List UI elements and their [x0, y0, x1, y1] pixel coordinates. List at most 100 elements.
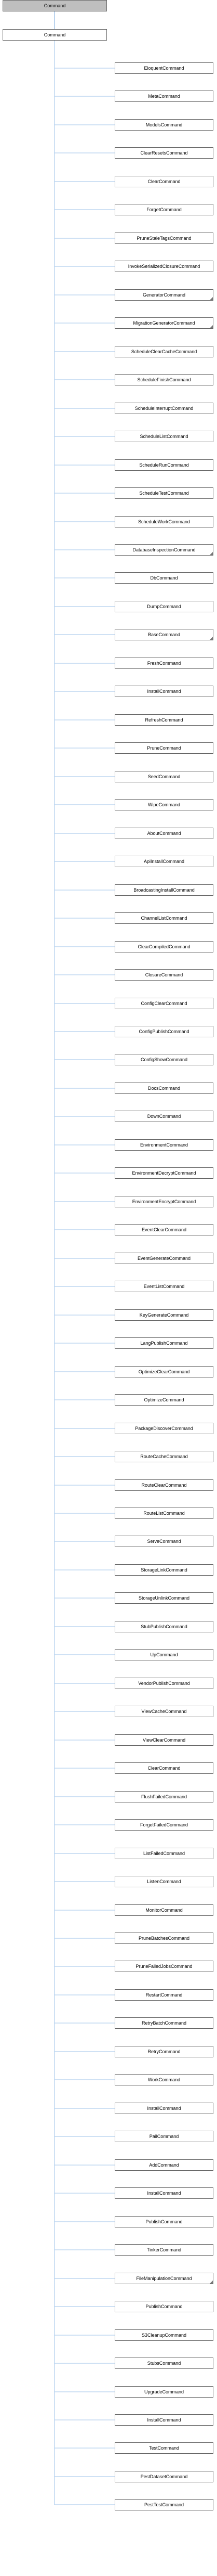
- child-node[interactable]: DbCommand: [115, 572, 213, 584]
- child-node[interactable]: PailCommand: [115, 2131, 213, 2142]
- child-node[interactable]: GeneratorCommand: [115, 289, 213, 301]
- child-node[interactable]: StubsCommand: [115, 2358, 213, 2369]
- child-node[interactable]: ServeCommand: [115, 1536, 213, 1547]
- child-node[interactable]: EnvironmentEncryptCommand: [115, 1196, 213, 1207]
- child-node[interactable]: PruneBatchesCommand: [115, 1933, 213, 1944]
- child-node[interactable]: PruneStaleTagsCommand: [115, 233, 213, 244]
- child-node[interactable]: ChannelListCommand: [115, 912, 213, 924]
- child-node[interactable]: ClearResetsCommand: [115, 147, 213, 159]
- child-node[interactable]: RetryCommand: [115, 2046, 213, 2057]
- child-node[interactable]: AboutCommand: [115, 828, 213, 839]
- child-node[interactable]: ClearCommand: [115, 1762, 213, 1774]
- child-node[interactable]: InstallCommand: [115, 686, 213, 697]
- child-node[interactable]: RouteClearCommand: [115, 1479, 213, 1491]
- child-node[interactable]: OptimizeCommand: [115, 1394, 213, 1406]
- child-node[interactable]: ForgetFailedCommand: [115, 1819, 213, 1831]
- child-node-label: WorkCommand: [147, 2077, 181, 2082]
- child-node[interactable]: ApiInstallCommand: [115, 856, 213, 867]
- child-node[interactable]: ScheduleFinishCommand: [115, 374, 213, 385]
- child-node[interactable]: StubPublishCommand: [115, 1621, 213, 1632]
- child-node[interactable]: TestCommand: [115, 2442, 213, 2454]
- child-node[interactable]: WipeCommand: [115, 799, 213, 810]
- child-node[interactable]: ListFailedCommand: [115, 1848, 213, 1859]
- child-node[interactable]: ConfigPublishCommand: [115, 1026, 213, 1037]
- child-node[interactable]: PackageDiscoverCommand: [115, 1423, 213, 1434]
- has-subclasses-icon: [210, 2281, 213, 2284]
- child-node[interactable]: RefreshCommand: [115, 714, 213, 726]
- child-node[interactable]: ClearCompiledCommand: [115, 941, 213, 952]
- child-node-label: MonitorCommand: [145, 1908, 183, 1913]
- child-node-label: StorageUnlinkCommand: [138, 1595, 190, 1601]
- child-node[interactable]: ClosureCommand: [115, 969, 213, 981]
- child-node[interactable]: InstallCommand: [115, 2103, 213, 2114]
- child-node-label: ScheduleRunCommand: [139, 462, 189, 468]
- child-node-label: ConfigShowCommand: [140, 1057, 188, 1062]
- child-node[interactable]: UpCommand: [115, 1649, 213, 1660]
- child-node[interactable]: VendorPublishCommand: [115, 1678, 213, 1689]
- child-node-label: EventClearCommand: [141, 1227, 187, 1232]
- child-node[interactable]: InstallCommand: [115, 2414, 213, 2426]
- child-node[interactable]: UpgradeCommand: [115, 2386, 213, 2398]
- child-node[interactable]: TinkerCommand: [115, 2244, 213, 2256]
- child-node[interactable]: ConfigClearCommand: [115, 998, 213, 1009]
- child-node[interactable]: EventListCommand: [115, 1281, 213, 1292]
- child-node[interactable]: KeyGenerateCommand: [115, 1309, 213, 1321]
- child-node[interactable]: FlushFailedCommand: [115, 1791, 213, 1802]
- child-node[interactable]: InvokeSerializedClosureCommand: [115, 261, 213, 272]
- child-node[interactable]: SeedCommand: [115, 771, 213, 782]
- child-node[interactable]: DocsCommand: [115, 1083, 213, 1094]
- child-node[interactable]: EventGenerateCommand: [115, 1253, 213, 1264]
- child-node[interactable]: ScheduleClearCacheCommand: [115, 346, 213, 357]
- child-node[interactable]: ScheduleTestCommand: [115, 487, 213, 499]
- child-node-label: PublishCommand: [145, 2219, 183, 2224]
- child-node[interactable]: EventClearCommand: [115, 1224, 213, 1235]
- child-node[interactable]: RouteCacheCommand: [115, 1451, 213, 1462]
- child-node[interactable]: RetryBatchCommand: [115, 2017, 213, 2029]
- child-node[interactable]: BroadcastingInstallCommand: [115, 884, 213, 896]
- child-node[interactable]: PruneFailedJobsCommand: [115, 1961, 213, 1972]
- child-node[interactable]: PruneCommand: [115, 742, 213, 754]
- child-node[interactable]: PublishCommand: [115, 2301, 213, 2312]
- child-node[interactable]: InstallCommand: [115, 2187, 213, 2199]
- base-command-node[interactable]: Command: [3, 29, 107, 41]
- child-node[interactable]: EnvironmentCommand: [115, 1139, 213, 1151]
- child-node[interactable]: StorageUnlinkCommand: [115, 1592, 213, 1604]
- child-node[interactable]: ScheduleRunCommand: [115, 459, 213, 471]
- child-node[interactable]: RestartCommand: [115, 1989, 213, 2001]
- child-node[interactable]: ScheduleWorkCommand: [115, 516, 213, 527]
- child-node[interactable]: EloquentCommand: [115, 62, 213, 74]
- child-node[interactable]: EnvironmentDecryptCommand: [115, 1167, 213, 1179]
- child-node[interactable]: FreshCommand: [115, 658, 213, 669]
- child-node[interactable]: ForgetCommand: [115, 204, 213, 215]
- child-node[interactable]: PublishCommand: [115, 2216, 213, 2227]
- child-node[interactable]: DownCommand: [115, 1111, 213, 1122]
- child-node[interactable]: OptimizeClearCommand: [115, 1366, 213, 1377]
- child-node-label: AddCommand: [149, 2162, 179, 2168]
- child-node[interactable]: LangPublishCommand: [115, 1337, 213, 1349]
- child-node[interactable]: ModelsCommand: [115, 119, 213, 131]
- child-node[interactable]: DumpCommand: [115, 601, 213, 612]
- child-node[interactable]: S3CleanupCommand: [115, 2329, 213, 2341]
- child-node[interactable]: FileManipulationCommand: [115, 2273, 213, 2284]
- child-node[interactable]: BaseCommand: [115, 629, 213, 640]
- child-node[interactable]: MetaCommand: [115, 91, 213, 102]
- child-node[interactable]: WorkCommand: [115, 2074, 213, 2085]
- child-node[interactable]: DatabaseInspectionCommand: [115, 544, 213, 556]
- child-node[interactable]: PestTestCommand: [115, 2499, 213, 2510]
- child-node[interactable]: ClearCommand: [115, 176, 213, 187]
- child-node[interactable]: StorageLinkCommand: [115, 1564, 213, 1576]
- child-node[interactable]: ViewCacheCommand: [115, 1706, 213, 1717]
- child-node[interactable]: ScheduleInterruptCommand: [115, 403, 213, 414]
- child-node[interactable]: ScheduleListCommand: [115, 431, 213, 442]
- child-node[interactable]: PestDatasetCommand: [115, 2471, 213, 2482]
- child-node[interactable]: MigrationGeneratorCommand: [115, 317, 213, 329]
- child-node-label: EventListCommand: [143, 1284, 185, 1289]
- child-node[interactable]: ListenCommand: [115, 1876, 213, 1887]
- child-node[interactable]: ViewClearCommand: [115, 1734, 213, 1746]
- child-node[interactable]: AddCommand: [115, 2159, 213, 2171]
- child-node[interactable]: RouteListCommand: [115, 1508, 213, 1519]
- child-node[interactable]: MonitorCommand: [115, 1904, 213, 1916]
- root-command-node[interactable]: Command: [3, 0, 107, 11]
- child-node[interactable]: ConfigShowCommand: [115, 1054, 213, 1065]
